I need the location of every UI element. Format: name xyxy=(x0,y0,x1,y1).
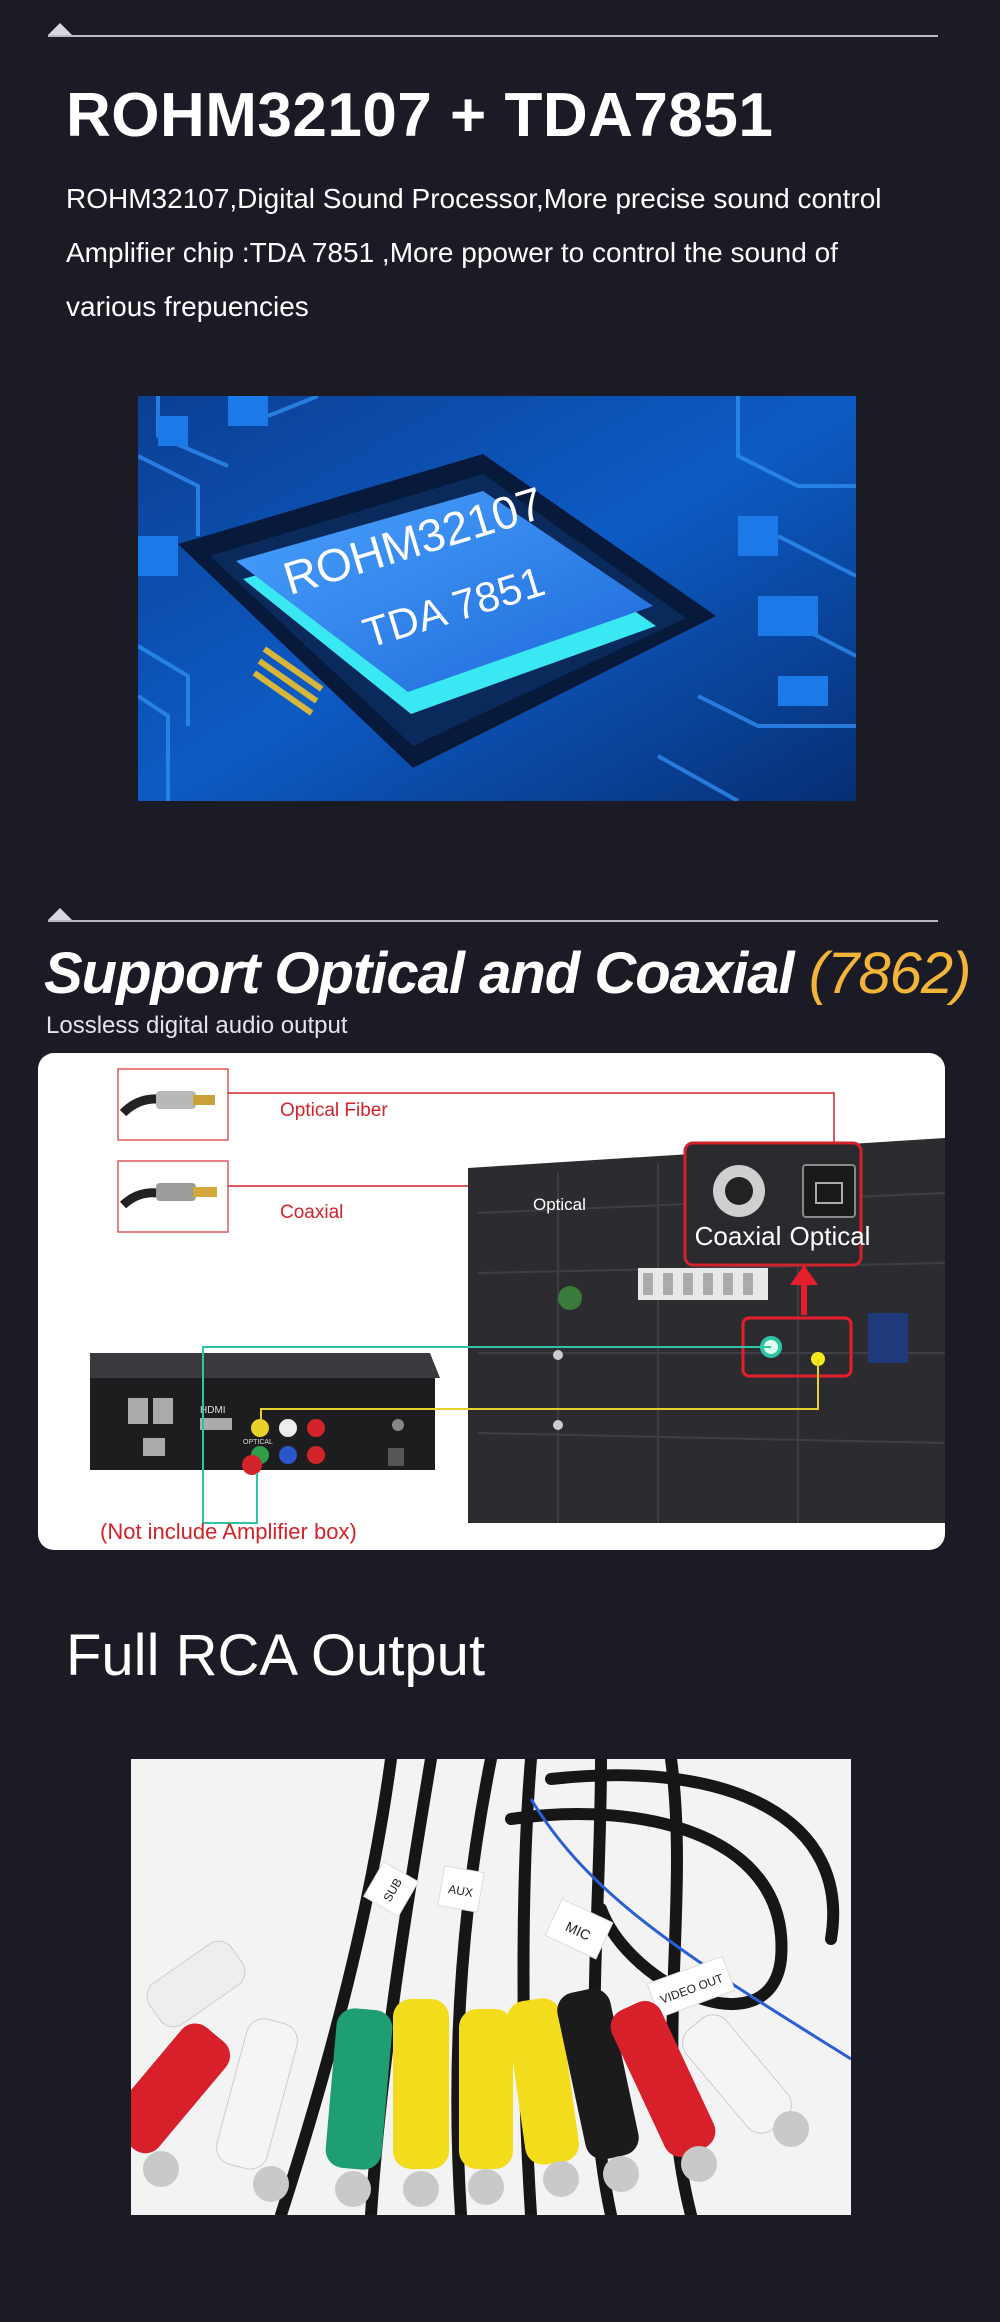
title-optical-main: Support Optical and Coaxial xyxy=(44,941,795,1006)
rca-plug-black xyxy=(557,1988,639,2192)
rca-plug-green xyxy=(325,2008,393,2207)
rca-plug-yellow-2 xyxy=(459,2009,513,2205)
section-divider-1 xyxy=(48,23,938,37)
desc-line-2: Amplifier chip :TDA 7851 ,More ppower to… xyxy=(66,237,838,268)
triangle-marker-icon xyxy=(48,908,72,920)
optical-subtitle: Lossless digital audio output xyxy=(46,1012,348,1039)
optical-cable-icon xyxy=(119,1091,215,1117)
tag-aux: AUX xyxy=(447,1882,474,1900)
label-optical-fiber: Optical Fiber xyxy=(280,1100,388,1121)
optical-port-icon xyxy=(802,1164,856,1218)
label-hdmi: HDMI xyxy=(200,1405,226,1416)
desc-line-3: various frepuencies xyxy=(66,291,309,322)
rca-plug-white-right xyxy=(682,2014,809,2147)
rca-plug-red-left xyxy=(131,2023,231,2187)
label-unit-optical: Optical xyxy=(533,1195,586,1214)
section-title-optical: Support Optical and Coaxial (7862) xyxy=(44,940,972,1007)
arrow-up-icon xyxy=(790,1265,818,1285)
rca-plug-yellow-3 xyxy=(507,1998,579,2197)
label-optical-small: OPTICAL xyxy=(243,1439,273,1446)
port-label-optical: Optical xyxy=(790,1221,871,1251)
desc-line-1: ROHM32107,Digital Sound Processor,More p… xyxy=(66,183,882,214)
triangle-marker-icon xyxy=(48,23,72,35)
port-label-coaxial: Coaxial xyxy=(695,1221,782,1251)
note-not-included: (Not include Amplifier box) xyxy=(100,1519,357,1544)
chip-image: ROHM32107 TDA 7851 xyxy=(138,396,856,801)
coaxial-cable-frame xyxy=(117,1160,229,1233)
section-title-chips: ROHM32107 + TDA7851 xyxy=(66,81,774,150)
rca-plug-white-left xyxy=(146,1940,298,2202)
connection-diagram: Optical Fiber Coaxial Optical Coax xyxy=(38,1053,945,1550)
rca-plug-yellow-1 xyxy=(393,1999,449,2207)
amplifier-box: HDMI OPTICAL xyxy=(90,1353,440,1475)
section-divider-2 xyxy=(48,908,938,922)
section-title-rca: Full RCA Output xyxy=(66,1623,486,1688)
title-optical-model: (7862) xyxy=(808,941,972,1006)
rca-cables-image: MIC SUB AUX VIDEO OUT xyxy=(131,1759,851,2215)
coaxial-cable-icon xyxy=(119,1183,217,1209)
chip-description: ROHM32107,Digital Sound Processor,More p… xyxy=(66,172,966,334)
label-coaxial: Coaxial xyxy=(280,1202,343,1223)
rca-plug-red-right xyxy=(610,2001,717,2182)
optical-cable-frame xyxy=(117,1068,229,1141)
